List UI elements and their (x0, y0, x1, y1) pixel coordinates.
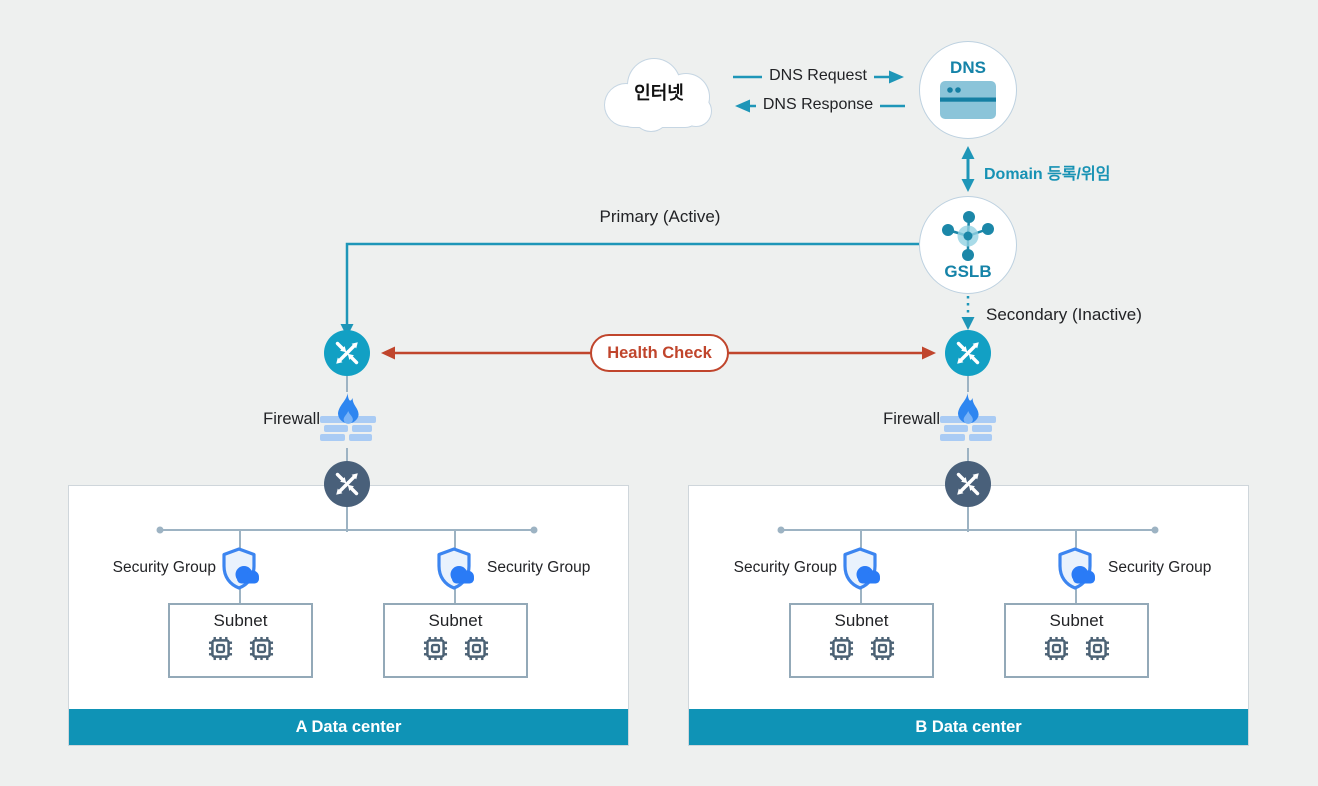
secondary-inactive-label: Secondary (Inactive) (986, 305, 1142, 324)
firewall-icon (319, 392, 377, 448)
datacenter-a-box: A Data center (68, 485, 629, 746)
security-group-label: Security Group (733, 559, 837, 576)
internet-label: 인터넷 (634, 83, 684, 103)
security-group-icon (218, 546, 266, 594)
cpu-chip-icon (1085, 636, 1110, 661)
cpu-chip-icon (829, 636, 854, 661)
router-icon (324, 330, 370, 376)
subnet-label: Subnet (1049, 611, 1104, 630)
cpu-chip-icon (423, 636, 448, 661)
dns-server-icon (940, 81, 996, 119)
subnet-box: Subnet (383, 603, 528, 678)
subnet-label: Subnet (834, 611, 889, 630)
cpu-chip-icon (208, 636, 233, 661)
cpu-chip-icon (870, 636, 895, 661)
security-group-icon (1054, 546, 1102, 594)
router-icon (324, 461, 370, 507)
domain-delegation-arrow (961, 146, 975, 192)
domain-delegation-label: Domain 등록/위임 (984, 166, 1111, 183)
health-check-badge: Health Check (590, 334, 729, 372)
subnet-label: Subnet (213, 611, 268, 630)
security-group-label: Security Group (112, 559, 216, 576)
firewall-icon (939, 392, 997, 448)
subnet-label: Subnet (428, 611, 483, 630)
datacenter-b-box: B Data center (688, 485, 1249, 746)
subnet-box: Subnet (1004, 603, 1149, 678)
datacenter-b-title-bar: B Data center (689, 709, 1248, 745)
datacenter-a-title-bar: A Data center (69, 709, 628, 745)
secondary-inactive-arrow (961, 296, 975, 330)
dns-node: DNS (919, 41, 1017, 139)
subnet-box: Subnet (789, 603, 934, 678)
security-group-label: Security Group (487, 559, 591, 576)
router-icon (945, 461, 991, 507)
security-group-icon (433, 546, 481, 594)
security-group-label: Security Group (1108, 559, 1212, 576)
cpu-chip-icon (1044, 636, 1069, 661)
router-icon (945, 330, 991, 376)
firewall-left-label: Firewall (263, 410, 320, 428)
internet-node: 인터넷 (596, 45, 722, 137)
dns-request-label: DNS Request (738, 67, 898, 85)
primary-active-label: Primary (Active) (599, 207, 721, 226)
gslb-label: GSLB (944, 262, 992, 281)
cpu-chip-icon (249, 636, 274, 661)
firewall-right-label: Firewall (883, 410, 940, 428)
gslb-node: GSLB (919, 196, 1017, 294)
cpu-chip-icon (464, 636, 489, 661)
primary-active-arrow (340, 242, 919, 337)
dns-label: DNS (950, 58, 986, 77)
security-group-icon (839, 546, 887, 594)
gslb-hub-icon (940, 210, 996, 262)
subnet-box: Subnet (168, 603, 313, 678)
dns-response-label: DNS Response (738, 96, 898, 114)
